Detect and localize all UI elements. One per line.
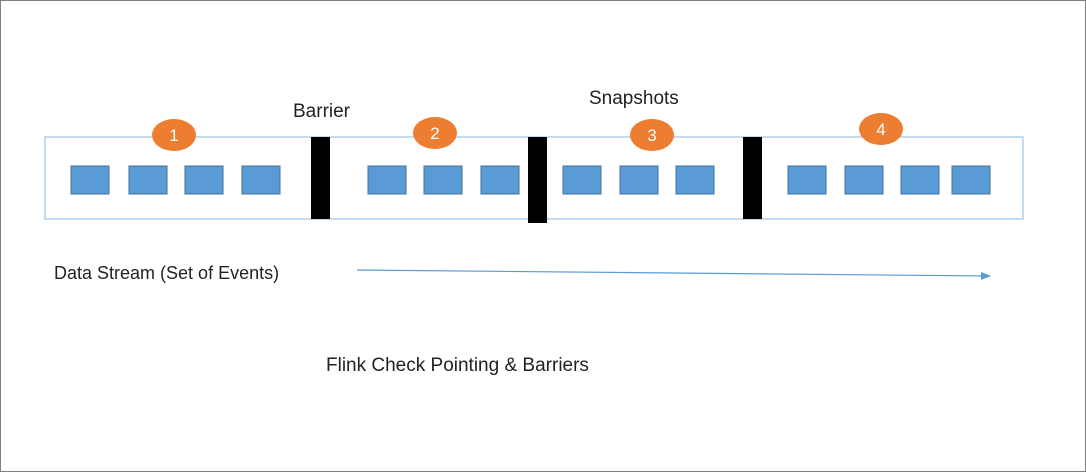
event-box [480,165,520,195]
barrier-3 [743,137,762,219]
badge-3: 3 [630,119,674,151]
badge-3-label: 3 [647,126,656,145]
event-box [367,165,407,195]
event-box [787,165,827,195]
badge-1: 1 [152,119,196,151]
badge-2: 2 [413,117,457,149]
event-box [184,165,224,195]
event-box [70,165,110,195]
badge-2-label: 2 [430,124,439,143]
barrier-1 [311,137,330,219]
event-box [423,165,463,195]
data-stream-label: Data Stream (Set of Events) [54,263,279,283]
barrier-2 [528,137,547,223]
segment-3-events [562,165,715,195]
badge-1-label: 1 [169,126,178,145]
event-box [619,165,659,195]
event-box [128,165,168,195]
segment-4-events [787,165,991,195]
segment-2-events [367,165,520,195]
event-box [900,165,940,195]
flow-arrow [356,269,991,280]
barrier-label: Barrier [293,101,351,122]
snapshots-label: Snapshots [589,88,679,109]
segment-1-events [70,165,281,195]
event-box [241,165,281,195]
event-box [844,165,884,195]
diagram-title: Flink Check Pointing & Barriers [326,355,589,376]
event-box [675,165,715,195]
badge-4: 4 [859,113,903,145]
event-box [562,165,602,195]
event-box [951,165,991,195]
badge-4-label: 4 [876,120,885,139]
